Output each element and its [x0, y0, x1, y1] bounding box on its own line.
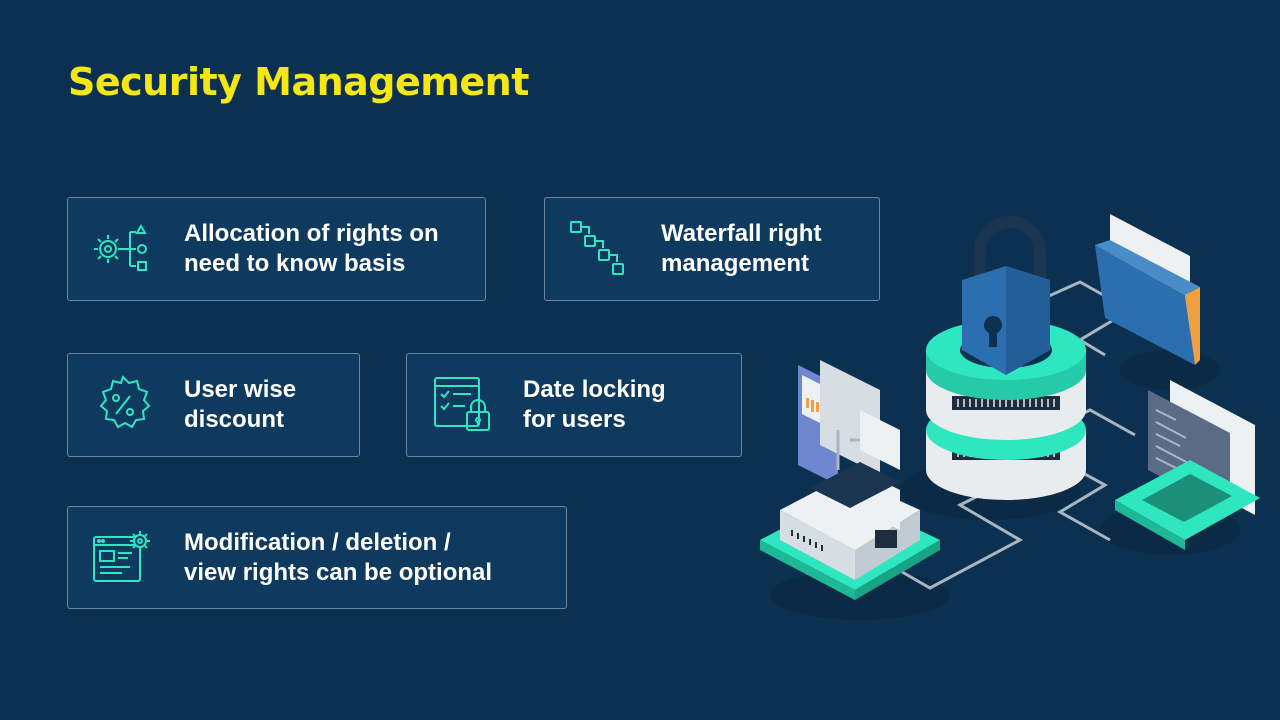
feature-label: Date locking for users	[523, 376, 666, 433]
page-title: Security Management	[68, 60, 529, 104]
feature-card-user-discount: User wise discount	[67, 353, 360, 457]
feature-label: User wise discount	[184, 376, 297, 433]
gear-hierarchy-icon	[94, 223, 147, 271]
feature-card-date-locking: Date locking for users	[406, 353, 742, 457]
waterfall-steps-icon	[570, 221, 624, 275]
percent-badge-icon	[99, 375, 151, 429]
folder-icon	[1095, 214, 1200, 365]
feature-card-modification-rights: Modification / deletion / view rights ca…	[67, 506, 567, 609]
isometric-security-network-illustration	[760, 214, 1260, 620]
server-with-documents	[760, 360, 940, 600]
feature-card-rights-allocation: Allocation of rights on need to know bas…	[67, 197, 486, 301]
checklist-lock-icon	[434, 377, 490, 431]
feature-card-waterfall-rights: Waterfall right management	[544, 197, 880, 301]
feature-label: Modification / deletion / view rights ca…	[184, 528, 493, 586]
laptop-icon	[1115, 380, 1260, 550]
padlock-icon	[962, 216, 1050, 375]
browser-settings-icon	[93, 530, 150, 582]
feature-label: Waterfall right management	[661, 220, 822, 277]
feature-label: Allocation of rights on need to know bas…	[184, 220, 439, 277]
